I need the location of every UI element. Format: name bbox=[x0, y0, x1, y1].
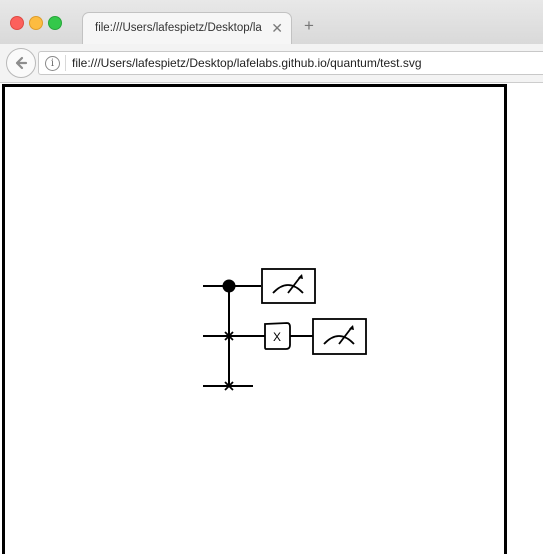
tab-active[interactable]: file:///Users/lafespietz/Desktop/la ✕ bbox=[82, 12, 292, 44]
svg-document-frame: X bbox=[2, 84, 507, 554]
maximize-window-icon[interactable] bbox=[48, 16, 62, 30]
tab-title: file:///Users/lafespietz/Desktop/la bbox=[95, 22, 262, 34]
quantum-circuit-diagram: X bbox=[203, 268, 367, 391]
navigation-bar: i file:///Users/lafespietz/Desktop/lafel… bbox=[0, 44, 543, 83]
back-arrow-icon bbox=[15, 56, 28, 70]
address-bar[interactable]: i file:///Users/lafespietz/Desktop/lafel… bbox=[38, 51, 543, 75]
new-tab-icon[interactable]: + bbox=[304, 16, 314, 35]
x-gate: X bbox=[264, 322, 291, 350]
swap-x-icon bbox=[224, 331, 234, 341]
url-separator bbox=[65, 55, 66, 71]
measurement-meter-icon bbox=[312, 318, 367, 355]
back-button[interactable] bbox=[6, 48, 36, 78]
info-icon[interactable]: i bbox=[45, 56, 60, 71]
measurement-meter-icon bbox=[261, 268, 316, 304]
page-content: X bbox=[0, 83, 543, 554]
tab-close-icon[interactable]: ✕ bbox=[271, 20, 283, 36]
control-dot-icon bbox=[222, 279, 236, 293]
minimize-window-icon[interactable] bbox=[29, 16, 43, 30]
close-window-icon[interactable] bbox=[10, 16, 24, 30]
swap-x-icon bbox=[224, 381, 234, 391]
url-text[interactable]: file:///Users/lafespietz/Desktop/lafelab… bbox=[72, 56, 422, 70]
tab-bar: file:///Users/lafespietz/Desktop/la ✕ + bbox=[0, 0, 543, 45]
x-gate-label: X bbox=[273, 330, 281, 344]
